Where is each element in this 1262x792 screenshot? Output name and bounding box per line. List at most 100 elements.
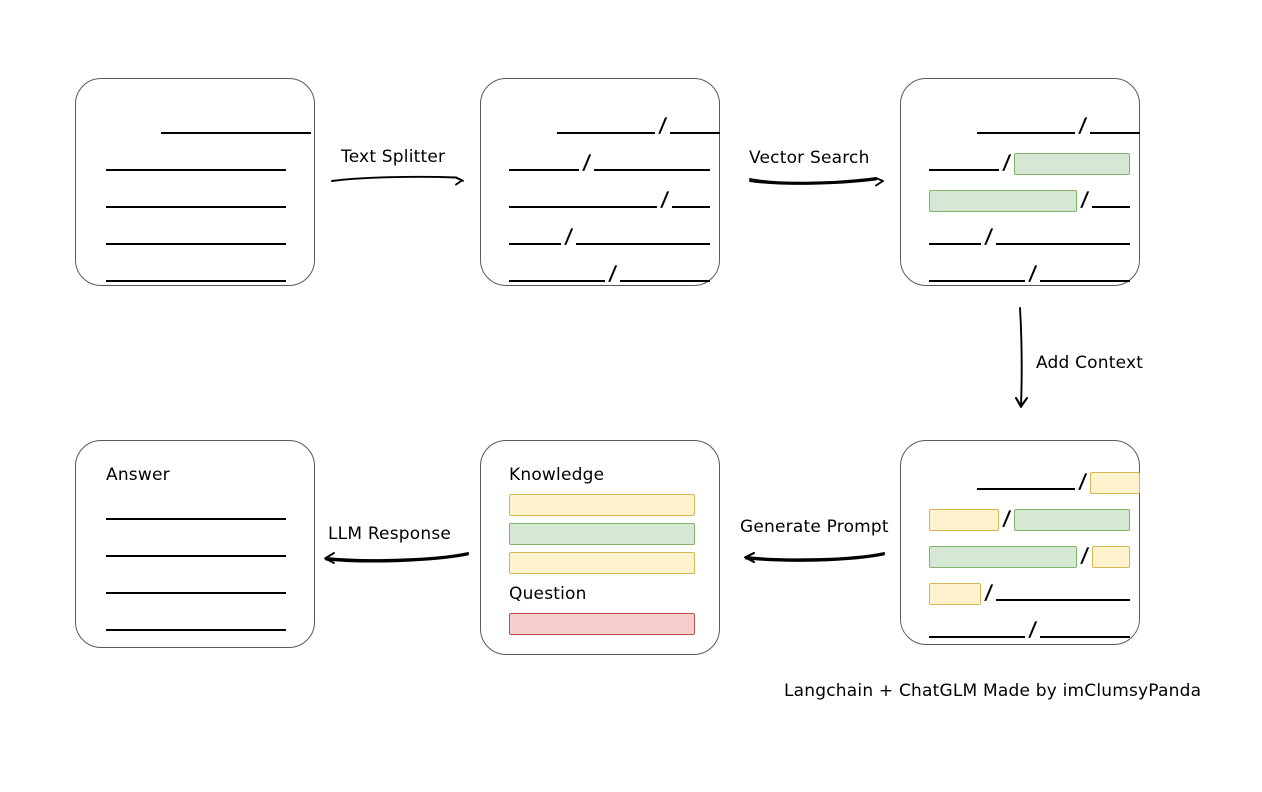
arrow-generate-prompt <box>744 552 885 563</box>
doc-row: / <box>929 506 1131 531</box>
answer-label: Answer <box>106 465 170 485</box>
doc-row: / <box>509 224 711 248</box>
edge-label-add-context: Add Context <box>1036 353 1144 373</box>
prompt-bar-green <box>509 523 695 545</box>
text-line <box>509 243 561 245</box>
chunk-separator-icon: / <box>563 224 574 248</box>
edge-label-llm-response: LLM Response <box>328 524 452 544</box>
text-line <box>106 280 286 282</box>
chunk-separator-icon: / <box>581 150 592 174</box>
doc-row <box>106 540 286 560</box>
text-line <box>106 555 286 557</box>
text-line <box>106 629 286 631</box>
chunk-separator-icon: / <box>1077 469 1088 493</box>
prompt-question-label: Question <box>509 584 587 604</box>
chunk-separator-icon: / <box>983 580 994 604</box>
chunk-separator-icon: / <box>607 261 618 285</box>
doc-row: / <box>929 580 1131 605</box>
text-line <box>929 169 999 171</box>
text-line <box>557 132 655 134</box>
doc-row: / <box>509 261 711 285</box>
text-line <box>996 243 1131 245</box>
doc-row <box>106 154 286 174</box>
doc-row: / <box>929 224 1131 248</box>
text-line <box>106 206 286 208</box>
doc-row: / <box>929 261 1131 285</box>
highlight-chunk-yellow <box>1092 546 1131 568</box>
highlight-chunk-green <box>1014 509 1131 531</box>
highlight-chunk-green <box>929 190 1077 212</box>
prompt-knowledge-label: Knowledge <box>509 465 605 485</box>
doc-row: / <box>929 150 1131 175</box>
text-line <box>1092 206 1131 208</box>
text-line <box>620 280 711 282</box>
text-line <box>509 206 657 208</box>
edge-label-text-splitter: Text Splitter <box>341 147 446 167</box>
text-line <box>977 132 1075 134</box>
highlight-chunk-green <box>929 546 1077 568</box>
text-line <box>106 592 286 594</box>
context-chunks-rows: / / / / / <box>901 441 1141 644</box>
arrow-llm-response <box>324 552 469 564</box>
text-line <box>106 169 286 171</box>
text-line <box>161 132 311 134</box>
doc-row <box>106 228 286 248</box>
text-line <box>1040 636 1131 638</box>
text-line <box>576 243 711 245</box>
doc-row <box>106 265 286 285</box>
edge-label-vector-search: Vector Search <box>749 148 870 168</box>
chunk-separator-icon: / <box>1027 261 1038 285</box>
chunk-separator-icon: / <box>983 224 994 248</box>
text-line <box>1040 280 1131 282</box>
arrow-text-splitter <box>331 175 464 186</box>
node-context-chunks[interactable]: / / / / / <box>900 440 1141 645</box>
node-prompt[interactable]: Knowledge Question <box>480 440 720 655</box>
footer-credit: Langchain + ChatGLM Made by imClumsyPand… <box>784 681 1202 701</box>
prompt-bar-red <box>509 613 695 635</box>
node-answer[interactable]: Answer <box>75 440 315 648</box>
highlight-chunk-green <box>1014 153 1131 175</box>
text-line <box>106 243 286 245</box>
highlight-chunk-yellow <box>929 509 999 531</box>
source-document-rows <box>76 79 314 285</box>
chunk-separator-icon: / <box>659 187 670 211</box>
node-split-chunks[interactable]: / / / / / <box>480 78 721 286</box>
doc-row <box>106 503 286 523</box>
doc-row: / <box>509 150 711 174</box>
text-line <box>996 599 1131 601</box>
edge-label-generate-prompt: Generate Prompt <box>740 517 889 537</box>
node-source-document[interactable] <box>75 78 315 286</box>
highlight-chunk-yellow <box>929 583 981 605</box>
answer-rows <box>76 441 314 647</box>
text-line <box>929 280 1025 282</box>
split-chunks-rows: / / / / / <box>481 79 721 285</box>
doc-row <box>106 191 286 211</box>
chunk-separator-icon: / <box>657 113 668 137</box>
prompt-bar-yellow <box>509 494 695 516</box>
chunk-separator-icon: / <box>1001 506 1012 530</box>
text-line <box>929 243 981 245</box>
doc-row <box>106 614 286 634</box>
arrow-vector-search <box>749 177 884 187</box>
chunk-separator-icon: / <box>1027 617 1038 641</box>
highlight-chunk-yellow <box>1090 472 1141 494</box>
doc-row: / <box>557 113 721 137</box>
doc-row <box>106 117 311 137</box>
doc-row: / <box>929 187 1131 212</box>
doc-row: / <box>977 113 1141 137</box>
doc-row: / <box>929 617 1131 641</box>
text-line <box>670 132 721 134</box>
arrow-add-context <box>1015 307 1028 408</box>
node-matched-chunks[interactable]: / / / / / <box>900 78 1141 286</box>
text-line <box>509 169 579 171</box>
text-line <box>1090 132 1141 134</box>
chunk-separator-icon: / <box>1079 543 1090 567</box>
text-line <box>929 636 1025 638</box>
text-line <box>672 206 711 208</box>
text-line <box>106 518 286 520</box>
chunk-separator-icon: / <box>1077 113 1088 137</box>
chunk-separator-icon: / <box>1001 150 1012 174</box>
doc-row: / <box>509 187 711 211</box>
text-line <box>509 280 605 282</box>
